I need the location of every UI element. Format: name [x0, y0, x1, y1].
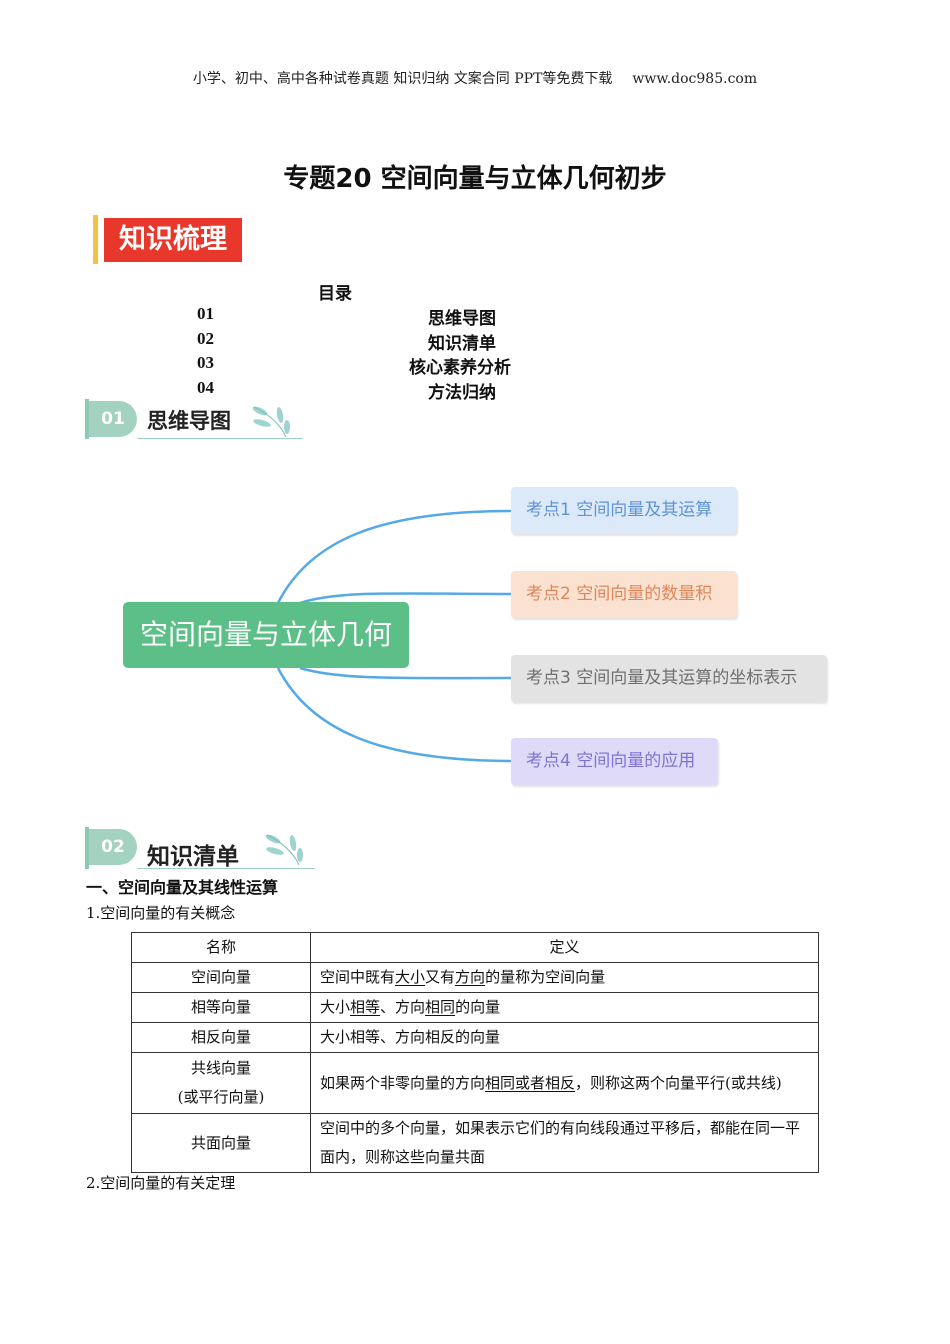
section-header-02: 02 知识清单: [85, 827, 317, 870]
toc-num: 04: [197, 378, 214, 397]
section-heading: 一、空间向量及其线性运算: [86, 878, 279, 897]
header-text: 小学、初中、高中各种试卷真题 知识归纳 文案合同 PPT等免费下载: [192, 71, 613, 87]
mindmap-node-4[interactable]: 考点4 空间向量的应用: [511, 738, 718, 785]
section-header-01: 01 思维导图: [85, 399, 305, 439]
name-cell: 共面向量: [131, 1113, 311, 1173]
section-number: 01: [89, 401, 137, 437]
name-cell: 相等向量: [131, 992, 311, 1023]
header-cell: 名称: [131, 932, 311, 963]
toc-item[interactable]: 知识清单: [428, 334, 496, 354]
toc-item[interactable]: 思维导图: [428, 309, 496, 329]
banner-accent: [93, 215, 98, 264]
section-label: 思维导图: [147, 409, 231, 433]
banner-title: 知识梳理: [104, 218, 242, 262]
table-row: 共面向量 空间中的多个向量，如果表示它们的有向线段通过平移后，都能在同一平面内，…: [131, 1113, 819, 1173]
definition-cell: 如果两个非零向量的方向相同或者相反，则称这两个向量平行(或共线): [310, 1052, 819, 1114]
subheading: 2.空间向量的有关定理: [86, 1174, 236, 1192]
mindmap-node-1[interactable]: 考点1 空间向量及其运算: [511, 487, 737, 534]
definition-cell: 空间中的多个向量，如果表示它们的有向线段通过平移后，都能在同一平面内，则称这些向…: [310, 1113, 819, 1173]
table-row: 共线向量(或平行向量) 如果两个非零向量的方向相同或者相反，则称这两个向量平行(…: [131, 1052, 819, 1114]
definition-cell: 大小相等、方向相反的向量: [310, 1022, 819, 1053]
connector-4: [276, 667, 513, 763]
name-cell: 相反向量: [131, 1022, 311, 1053]
page-header: 小学、初中、高中各种试卷真题 知识归纳 文案合同 PPT等免费下载 www.doc…: [0, 68, 950, 88]
toc-num: 02: [197, 329, 214, 348]
table-header-row: 名称定义: [131, 932, 819, 963]
toc-heading: 目录: [318, 284, 352, 304]
definition-cell: 空间中既有大小又有方向的量称为空间向量: [310, 962, 819, 993]
name-cell: 空间向量: [131, 962, 311, 993]
connector-1: [276, 509, 513, 604]
leaf-icon: [265, 834, 303, 866]
mindmap-root: 空间向量与立体几何: [123, 602, 409, 668]
name-cell: 共线向量(或平行向量): [131, 1052, 311, 1114]
leaf-icon: [252, 406, 290, 437]
toc-item[interactable]: 方法归纳: [428, 383, 496, 403]
connector-2: [299, 592, 513, 605]
definition-cell: 大小相等、方向相同的向量: [310, 992, 819, 1023]
section-number: 02: [89, 829, 137, 865]
header-url[interactable]: www.doc985.com: [632, 71, 758, 87]
table-row: 空间向量 空间中既有大小又有方向的量称为空间向量: [131, 962, 819, 993]
section-label: 知识清单: [147, 844, 239, 870]
doc-title: 专题20 空间向量与立体几何初步: [283, 164, 667, 194]
connector-3: [299, 666, 513, 680]
table-row: 相反向量 大小相等、方向相反的向量: [131, 1022, 819, 1053]
toc-num: 01: [197, 304, 214, 323]
subheading: 1.空间向量的有关概念: [86, 904, 236, 922]
mindmap-node-2[interactable]: 考点2 空间向量的数量积: [511, 571, 737, 618]
table-row: 相等向量 大小相等、方向相同的向量: [131, 992, 819, 1023]
toc-num: 03: [197, 353, 214, 372]
header-cell: 定义: [310, 932, 819, 963]
toc-item[interactable]: 核心素养分析: [409, 358, 511, 378]
concept-table: 名称定义 空间向量 空间中既有大小又有方向的量称为空间向量 相等向量 大小相等、…: [131, 932, 819, 1173]
mindmap-node-3[interactable]: 考点3 空间向量及其运算的坐标表示: [511, 655, 827, 702]
